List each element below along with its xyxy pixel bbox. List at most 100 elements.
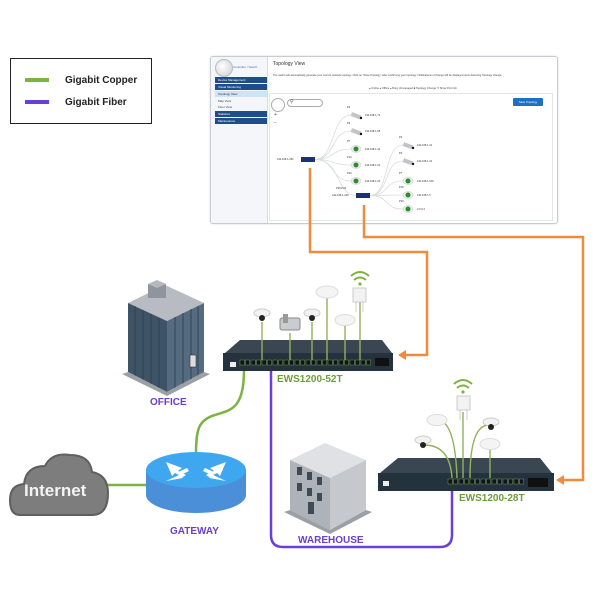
outdoor-ap-icon xyxy=(352,287,367,312)
switch-port xyxy=(513,478,519,485)
camera-lens-icon xyxy=(411,162,415,166)
topology-uplink xyxy=(314,159,357,196)
switch-port xyxy=(475,478,481,485)
ui-description: The switch will automatically generate y… xyxy=(273,74,503,77)
gateway-label: GATEWAY xyxy=(170,526,219,537)
office-building-icon xyxy=(122,280,210,396)
ceiling-ap-icon xyxy=(479,438,501,450)
topology-graph xyxy=(301,112,415,213)
switch-port xyxy=(333,359,339,366)
switch-port xyxy=(360,359,366,366)
nav-map-view[interactable]: Map View xyxy=(215,98,267,104)
topology-node-sub-3-ip: 192.168.1.5 xyxy=(417,193,431,197)
legend-label-fiber: Gigabit Fiber xyxy=(65,96,127,108)
switch-port xyxy=(338,359,344,366)
switch-port xyxy=(239,359,245,366)
save-topology-button[interactable]: Save Topology xyxy=(513,98,543,106)
ceiling-ap-icon xyxy=(334,314,356,326)
switch-ews1200-52t-icon xyxy=(223,340,393,371)
topology-node-sub-2-port: P7 xyxy=(399,172,403,175)
topology-view-screenshot: Controller / Switch Device Management Vi… xyxy=(210,56,558,224)
camera-node-icon[interactable] xyxy=(402,142,414,150)
switch-port xyxy=(261,359,267,366)
switch-port xyxy=(245,359,251,366)
switch-port xyxy=(502,478,508,485)
camera-node-icon[interactable] xyxy=(402,158,414,166)
outdoor-ap-icon xyxy=(456,395,471,420)
switch-port xyxy=(349,359,355,366)
switch-ews1200-28t-icon xyxy=(378,458,554,491)
brand-text: Controller / Switch xyxy=(233,65,258,69)
copper-swatch xyxy=(25,78,49,82)
nav-floor-view[interactable]: Floor View xyxy=(215,104,267,110)
ceiling-ap-icon xyxy=(426,414,448,426)
ceiling-ap-icon xyxy=(315,285,339,299)
switch-port xyxy=(508,478,514,485)
switch-port xyxy=(464,478,470,485)
dome-camera-icon xyxy=(414,435,432,448)
topology-sub-switch-ip: 192.168.1.249 xyxy=(332,193,349,197)
dome-camera-icon xyxy=(482,417,500,430)
nav-topology-view[interactable]: Topology View xyxy=(215,91,267,97)
topology-node-root-1-port: P3 xyxy=(347,122,351,125)
switch-52t-label: EWS1200-52T xyxy=(277,374,343,385)
arrow-icon xyxy=(556,475,564,485)
internet-cloud-icon xyxy=(8,453,110,516)
topology-node-root-0-link xyxy=(314,114,352,160)
topology-node-root-1-ip: 192.168.1.68 xyxy=(365,129,381,133)
topology-search-input[interactable]: ⚲ xyxy=(287,99,323,107)
nav-statistics[interactable]: Statistics xyxy=(215,111,267,117)
topology-node-root-2-ip: 192.168.1.34 xyxy=(365,147,381,151)
zoom-out-button[interactable]: − xyxy=(274,120,277,126)
switch-port xyxy=(480,478,486,485)
topology-node-sub-0-port: P2 xyxy=(399,136,403,139)
online-status-icon xyxy=(353,146,359,152)
switch-port xyxy=(497,478,503,485)
topology-node-root-2-port: P7 xyxy=(347,140,351,143)
topology-node-sub-2-link xyxy=(369,180,404,196)
topology-canvas xyxy=(269,93,553,221)
online-status-icon xyxy=(405,192,411,198)
secondary-switch-devices xyxy=(414,379,501,479)
nav-visual-monitoring[interactable]: Visual Monitoring xyxy=(215,84,267,90)
topology-root-switch[interactable] xyxy=(301,157,315,162)
legend-item-copper: Gigabit Copper xyxy=(25,73,137,87)
ip-phone-icon xyxy=(279,314,301,331)
topology-node-sub-3-port: P10 xyxy=(399,186,404,189)
topology-node-sub-1-ip: 192.168.1.31 xyxy=(417,159,433,163)
topology-sub-switch[interactable] xyxy=(356,193,370,198)
topology-root-switch-ip: 192.168.1.252 xyxy=(277,157,294,161)
office-label: OFFICE xyxy=(150,397,187,408)
legend: Gigabit Copper Gigabit Fiber xyxy=(10,58,152,124)
fiber-link-office-warehouse xyxy=(269,370,454,549)
ui-page-title: Topology View xyxy=(273,61,306,67)
legend-label-copper: Gigabit Copper xyxy=(65,74,138,86)
switch-port xyxy=(458,478,464,485)
topology-node-sub-4-port: P20 xyxy=(399,200,404,203)
switch-port xyxy=(316,359,322,366)
switch-port xyxy=(278,359,284,366)
switch-port xyxy=(250,359,256,366)
switch-port xyxy=(300,359,306,366)
switch-port xyxy=(283,359,289,366)
pan-control[interactable] xyxy=(271,98,285,112)
switch-port xyxy=(305,359,311,366)
nav-maintenance[interactable]: Maintenance xyxy=(215,118,267,124)
legend-item-fiber: Gigabit Fiber xyxy=(25,95,127,109)
topology-node-sub-2-ip: 192.168.1.109 xyxy=(417,179,434,183)
switch-port xyxy=(294,359,300,366)
nav-device-management[interactable]: Device Management xyxy=(215,77,267,83)
topology-node-root-3-ip: 192.168.1.61 xyxy=(365,163,381,167)
internet-label: Internet xyxy=(24,481,87,500)
online-status-icon xyxy=(353,178,359,184)
switch-port xyxy=(256,359,262,366)
switch-port xyxy=(447,478,453,485)
topology-node-root-0-port: P2 xyxy=(347,106,351,109)
dome-camera-icon xyxy=(303,308,321,321)
zoom-in-button[interactable]: + xyxy=(274,112,277,118)
ui-sidebar: Controller / Switch Device Management Vi… xyxy=(211,57,268,223)
camera-node-icon[interactable] xyxy=(350,128,362,136)
switch-port xyxy=(311,359,317,366)
camera-node-icon[interactable] xyxy=(350,112,362,120)
